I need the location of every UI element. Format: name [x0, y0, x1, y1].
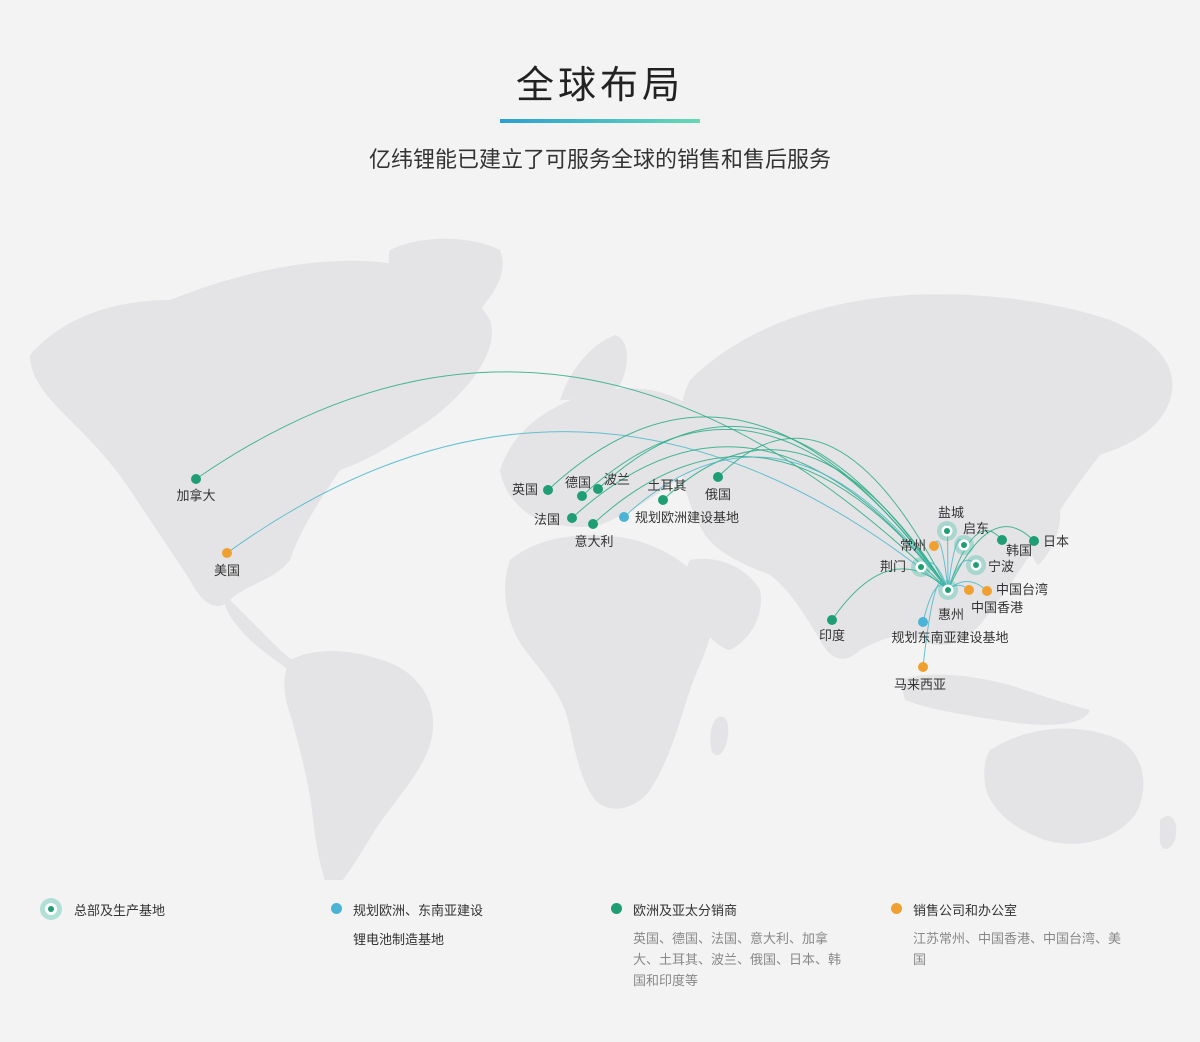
label-jingmen: 荆门 [880, 559, 906, 575]
route-line-europe-plan [623, 456, 949, 591]
marker-sea-plan[interactable] [918, 617, 928, 627]
marker-france[interactable] [567, 513, 577, 523]
label-sea-plan: 规划东南亚建设基地 [891, 630, 1008, 646]
marker-canada[interactable] [191, 474, 201, 484]
marker-europe-plan[interactable] [619, 512, 629, 522]
marker-huizhou[interactable] [938, 580, 958, 600]
legend-sales-icon [891, 903, 902, 914]
landmass-arabia [685, 558, 761, 650]
label-korea: 韩国 [1006, 544, 1032, 559]
route-line-usa [226, 431, 949, 591]
label-france: 法国 [534, 513, 560, 528]
page-title: 全球布局 [515, 63, 684, 107]
page-subtitle: 亿纬锂能已建立了可服务全球的销售和售后服务 [368, 148, 831, 173]
marker-japan[interactable] [1029, 536, 1039, 546]
label-india: 印度 [819, 628, 845, 644]
location-labels: 加拿大美国 英国 德国波兰 土耳其俄国法国意大利 规划欧洲建设基地 盐城启东常州 韩国日本荆… [176, 473, 1069, 693]
legend-hq-label: 总部及生产基地 [74, 904, 166, 919]
world-landmass [30, 238, 1177, 880]
route-line-korea [947, 530, 1003, 591]
landmass-africa [505, 535, 713, 809]
world-map: 加拿大美国 英国 德国波兰 土耳其俄国法国意大利 规划欧洲建设基地 盐城启东常州 韩国日本荆… [30, 238, 1177, 880]
landmass-asia [679, 294, 1173, 659]
title-underline [500, 119, 700, 123]
landmass-central-america [224, 595, 300, 672]
marker-turkey[interactable] [658, 495, 668, 505]
route-line-france [571, 446, 949, 591]
marker-russia[interactable] [713, 472, 723, 482]
label-hongkong: 中国香港 [971, 601, 1023, 616]
label-huizhou: 惠州 [938, 608, 964, 623]
label-italy: 意大利 [574, 534, 613, 550]
marker-jingmen[interactable] [911, 557, 931, 577]
marker-qidong[interactable] [954, 535, 974, 555]
landmass-north-america [30, 260, 492, 607]
landmass-greenland [388, 238, 503, 324]
legend-planned-icon [331, 903, 342, 914]
label-taiwan: 中国台湾 [996, 582, 1048, 598]
label-poland: 波兰 [604, 473, 630, 488]
legend-distributor: 欧洲及亚太分销商 英国、德国、法国、意大利、加拿大、土耳其、波兰、俄国、日本、韩… [611, 900, 871, 1000]
label-qidong: 启东 [963, 522, 989, 537]
label-japan: 日本 [1043, 535, 1069, 550]
landmass-south-america [284, 651, 434, 880]
label-usa: 美国 [214, 564, 240, 579]
label-malaysia: 马来西亚 [894, 678, 946, 693]
legend-sales-desc: 江苏常州、中国香港、中国台湾、美国 [913, 932, 1122, 968]
route-line-india [831, 568, 949, 621]
legend-planned-label-2: 锂电池制造基地 [353, 933, 445, 948]
landmass-indonesia [900, 674, 1090, 725]
route-line-turkey [662, 449, 949, 591]
marker-poland[interactable] [593, 484, 603, 494]
route-line-russia [717, 437, 949, 591]
marker-india[interactable] [827, 615, 837, 625]
marker-malaysia[interactable] [918, 662, 928, 672]
label-yancheng: 盐城 [938, 506, 964, 521]
marker-germany[interactable] [577, 491, 587, 501]
legend-sales: 销售公司和办公室 江苏常州、中国香港、中国台湾、美国 [891, 900, 1151, 980]
route-line-japan [947, 526, 1035, 591]
marker-korea[interactable] [997, 535, 1007, 545]
marker-ningbo[interactable] [966, 555, 986, 575]
legend-planned-label: 规划欧洲、东南亚建设 [353, 904, 484, 919]
marker-italy[interactable] [588, 519, 598, 529]
label-ningbo: 宁波 [988, 559, 1014, 575]
label-canada: 加拿大 [176, 488, 215, 504]
landmass-madagascar [710, 716, 729, 756]
legend-planned: 规划欧洲、东南亚建设 锂电池制造基地 [331, 900, 591, 960]
legend-sales-label: 销售公司和办公室 [913, 904, 1018, 919]
label-europe-plan: 规划欧洲建设基地 [635, 511, 739, 526]
label-germany: 德国 [565, 476, 591, 491]
route-line-poland [597, 425, 949, 591]
landmass-europe [500, 388, 710, 527]
label-changzhou: 常州 [900, 539, 926, 554]
marker-usa[interactable] [222, 548, 232, 558]
legend-distributor-icon [611, 903, 622, 914]
landmass-uk [514, 438, 542, 480]
marker-hongkong[interactable] [964, 585, 974, 595]
route-line-germany [581, 428, 949, 591]
route-line-canada [195, 371, 949, 591]
legend-distributor-label: 欧洲及亚太分销商 [633, 904, 738, 919]
marker-taiwan[interactable] [982, 586, 992, 596]
legend-distributor-desc: 英国、德国、法国、意大利、加拿大、土耳其、波兰、俄国、日本、韩国和印度等 [633, 932, 842, 989]
location-markers [191, 472, 1039, 672]
marker-changzhou[interactable] [929, 541, 939, 551]
landmass-new-zealand [1159, 816, 1177, 850]
legend-hq: 总部及生产基地 [40, 898, 300, 930]
label-uk: 英国 [512, 483, 538, 498]
marker-yancheng[interactable] [937, 521, 957, 541]
route-line-malaysia [922, 580, 949, 668]
landmass-japan [1028, 498, 1061, 565]
route-line-italy [592, 455, 949, 591]
legend-hq-icon [40, 898, 62, 920]
landmass-australia [984, 728, 1144, 844]
marker-uk[interactable] [543, 485, 553, 495]
label-russia: 俄国 [705, 488, 731, 503]
label-turkey: 土耳其 [647, 479, 686, 494]
